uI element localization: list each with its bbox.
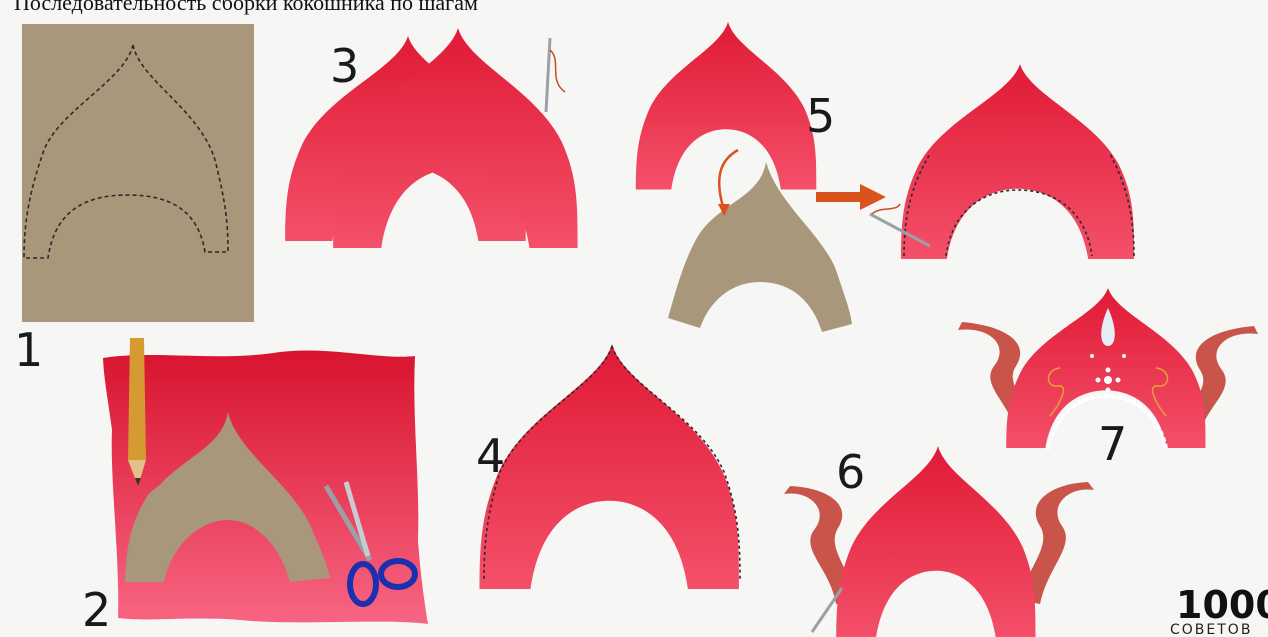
step6-ribbons-attached <box>784 446 1094 637</box>
step5-assembly <box>636 22 852 332</box>
step-number-1: 1 <box>14 323 43 377</box>
logo-number: 1000 <box>1176 583 1268 627</box>
arrow-icon <box>816 184 886 210</box>
step3-two-fabric-pieces <box>285 28 577 248</box>
brand-logo: 1000 СОВЕТОВ <box>1170 583 1268 637</box>
needle-icon <box>546 38 565 112</box>
step1-template-sheet <box>22 24 254 322</box>
pencil-icon <box>128 338 146 486</box>
step-number-6: 6 <box>836 445 865 499</box>
step2-fabric-cutting <box>103 350 428 624</box>
step-number-3: 3 <box>330 39 359 93</box>
step5-finished-piece <box>870 64 1134 259</box>
step-number-4: 4 <box>476 429 505 483</box>
step-number-7: 7 <box>1098 417 1127 471</box>
logo-word: СОВЕТОВ <box>1170 622 1252 637</box>
step-number-5: 5 <box>806 89 835 143</box>
step-number-2: 2 <box>82 583 111 637</box>
step4-stitched-piece <box>480 344 740 589</box>
